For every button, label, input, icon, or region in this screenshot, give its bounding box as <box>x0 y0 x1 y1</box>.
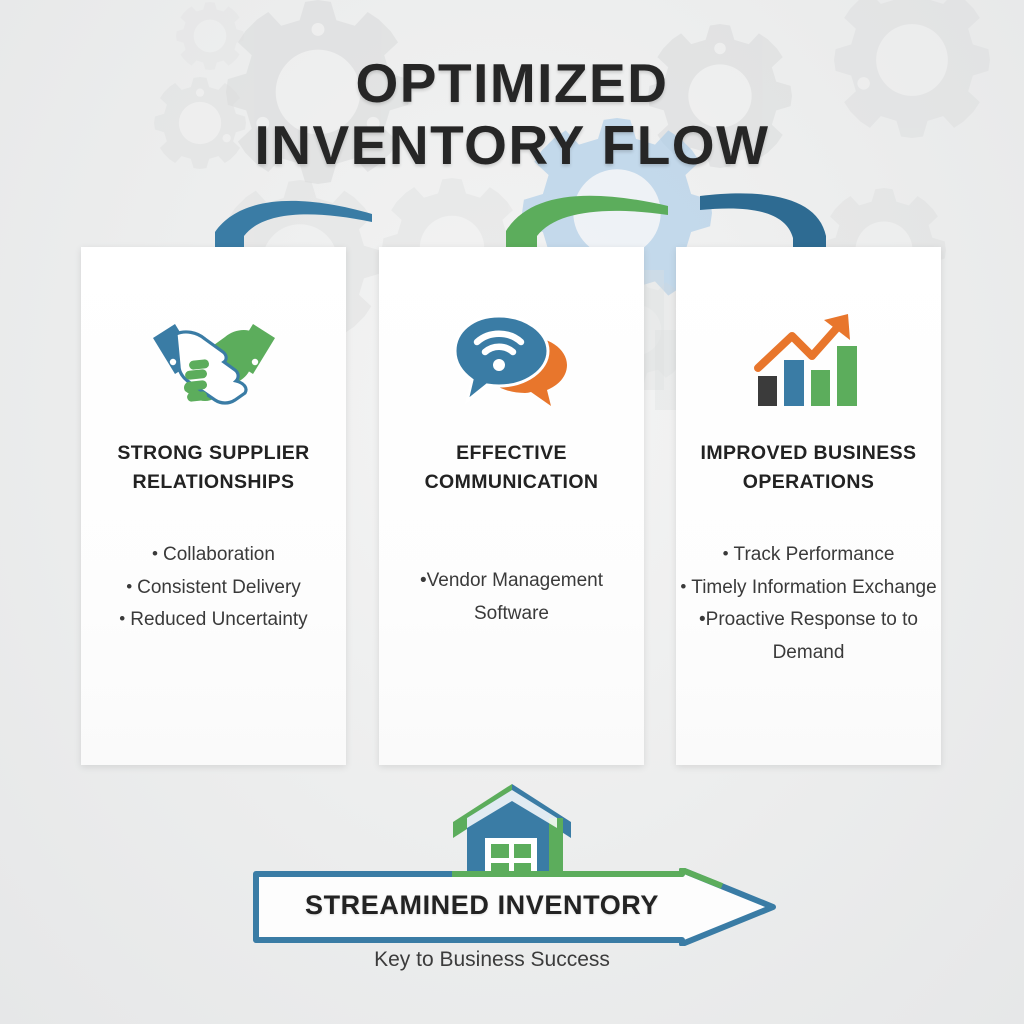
card-effective-communication[interactable]: EFFECTIVE COMMUNICATION •Vendor Manageme… <box>379 247 644 765</box>
list-item: •Vendor Management Software <box>365 565 658 630</box>
card-heading: IMPROVED BUSINESS OPERATIONS <box>700 442 917 493</box>
list-item: •Collaboration <box>67 539 360 572</box>
list-item: •Track Performance <box>654 539 963 572</box>
banner-subtitle: Key to Business Success <box>374 948 610 971</box>
bar-chart-growth-icon <box>676 305 941 410</box>
bullet-dot: • <box>419 570 427 591</box>
card-improved-business-operations[interactable]: IMPROVED BUSINESS OPERATIONS •Track Perf… <box>676 247 941 765</box>
card-heading: EFFECTIVE COMMUNICATION <box>424 442 599 493</box>
page-title: OPTIMIZED INVENTORY FLOW <box>0 52 1024 176</box>
title-line-2: INVENTORY FLOW <box>254 114 770 177</box>
list-item: •Consistent Delivery <box>67 572 360 605</box>
card-heading: STRONG SUPPLIER RELATIONSHIPS <box>117 442 310 493</box>
speech-bubbles-wifi-icon <box>379 305 644 410</box>
bullet-text: Track Performance <box>733 544 895 565</box>
list-item: •Reduced Uncertainty <box>67 604 360 637</box>
bullet-text: Reduced Uncertainty <box>130 609 308 631</box>
bullet-text: Proactive Response to to Demand <box>705 609 918 664</box>
bullet-text: Vendor Management Software <box>426 570 604 624</box>
handshake-icon <box>81 305 346 410</box>
list-item: •Timely Information Exchange <box>654 572 963 605</box>
bullet-dot: • <box>699 609 706 631</box>
bullet-text: Consistent Delivery <box>137 576 301 598</box>
warehouse-house-icon <box>453 784 571 880</box>
bullet-dot: • <box>152 544 158 563</box>
card-bullet-list: •Vendor Management Software <box>365 565 658 630</box>
card-bullet-list: •Track Performance •Timely Information E… <box>654 539 963 670</box>
bullet-text: Collaboration <box>162 544 275 565</box>
title-line-1: OPTIMIZED <box>355 52 669 114</box>
list-item: •Proactive Response to to Demand <box>654 604 963 669</box>
bullet-dot: • <box>126 576 133 596</box>
card-bullet-list: •Collaboration •Consistent Delivery •Red… <box>67 539 360 637</box>
banner-label: STREAMINED INVENTORY <box>304 890 660 920</box>
bullet-dot: • <box>680 576 687 596</box>
card-strong-supplier-relationships[interactable]: STRONG SUPPLIER RELATIONSHIPS •Collabora… <box>81 247 346 765</box>
bullet-dot: • <box>119 609 126 629</box>
bullet-text: Timely Information Exchange <box>691 576 937 598</box>
streamlined-inventory-banner[interactable] <box>252 868 777 946</box>
bullet-dot: • <box>722 544 729 563</box>
